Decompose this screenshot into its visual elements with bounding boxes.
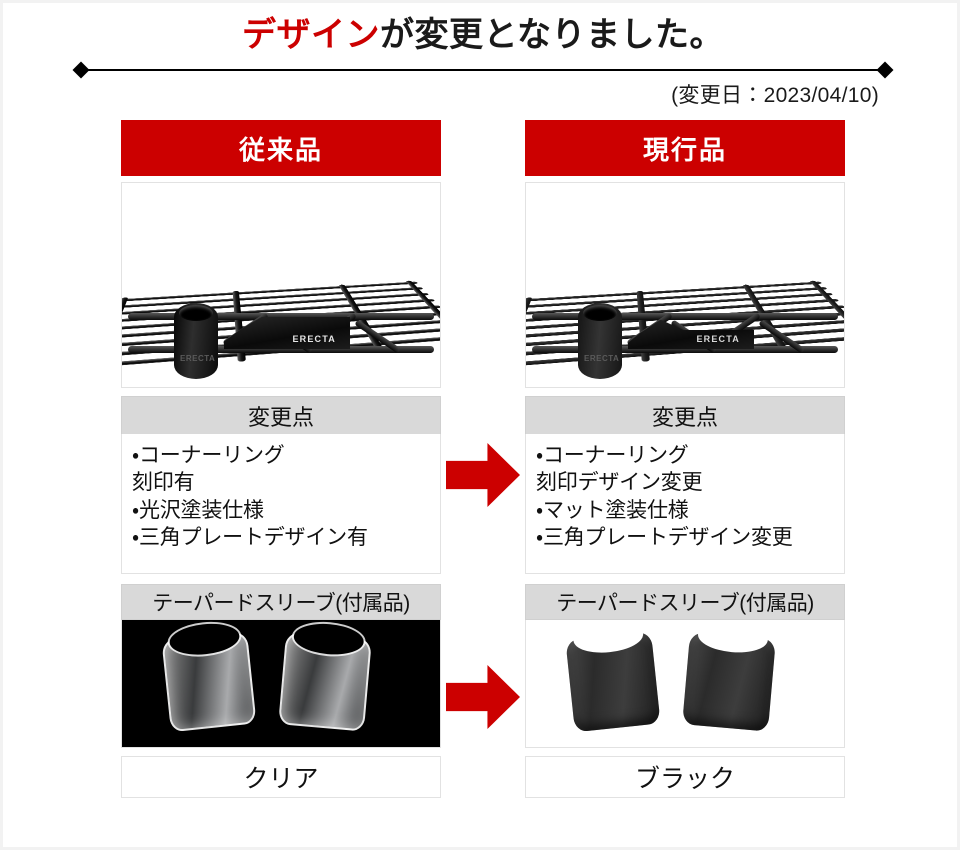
sleeve-half-right [682, 632, 776, 731]
change-points-list-current: ・コーナーリング 刻印デザイン変更 ・マット塗装仕様 ・三角プレートデザイン変更 [525, 434, 845, 574]
sleeve-header-former: テーパードスリーブ(付属品) [121, 584, 441, 620]
sleeve-half-left [161, 632, 256, 732]
main-title: デザインが変更となりました。 [3, 15, 960, 55]
color-label-current: ブラック [525, 756, 845, 798]
wire-shelf-illustration: ERECTA ERECTA [526, 183, 844, 387]
brand-mark-erecta: ERECTA [696, 334, 740, 344]
banner-former-product: 従来品 [121, 120, 441, 176]
photo-former-sleeve [121, 620, 441, 748]
change-points-arrow-icon [446, 443, 520, 507]
list-item: ・光沢塗装仕様 [132, 497, 430, 524]
column-former-product: 従来品 [121, 120, 441, 798]
color-label-former: クリア [121, 756, 441, 798]
corner-ring-current: ERECTA [578, 303, 622, 379]
corner-ring-stamp: ERECTA [180, 354, 215, 363]
sleeve-half-left [565, 632, 660, 732]
title-rest-text: が変更となりました。 [380, 16, 724, 54]
wire-shelf-illustration: ERECTA ERECTA [122, 183, 440, 387]
change-points-list-former: ・コーナーリング 刻印有 ・光沢塗装仕様 ・三角プレートデザイン有 [121, 434, 441, 574]
photo-former-shelf: ERECTA ERECTA [121, 182, 441, 388]
photo-current-sleeve [525, 620, 845, 748]
column-current-product: 現行品 [525, 120, 845, 798]
divider-line [82, 69, 884, 71]
sleeve-header-current: テーパードスリーブ(付属品) [525, 584, 845, 620]
corner-ring-former: ERECTA [174, 303, 218, 379]
list-item: ・三角プレートデザイン有 [132, 524, 430, 551]
sleeve-half-right [278, 632, 372, 731]
banner-current-product: 現行品 [525, 120, 845, 176]
page-title: デザインが変更となりました。 [3, 15, 960, 55]
diamond-right-icon [877, 62, 894, 79]
list-item: ・コーナーリング 刻印デザイン変更 [536, 442, 834, 497]
title-accent-text: デザイン [242, 16, 380, 54]
change-points-header-former: 変更点 [121, 396, 441, 434]
corner-ring-stamp: ERECTA [584, 354, 619, 363]
sleeve-arrow-icon [446, 665, 520, 729]
brand-mark-erecta: ERECTA [292, 334, 336, 344]
list-item: ・三角プレートデザイン変更 [536, 524, 834, 551]
change-date-note: (変更日：2023/04/10) [671, 79, 879, 109]
title-divider [75, 63, 891, 77]
list-item: ・コーナーリング 刻印有 [132, 442, 430, 497]
change-points-header-current: 変更点 [525, 396, 845, 434]
photo-current-shelf: ERECTA ERECTA [525, 182, 845, 388]
list-item: ・マット塗装仕様 [536, 497, 834, 524]
